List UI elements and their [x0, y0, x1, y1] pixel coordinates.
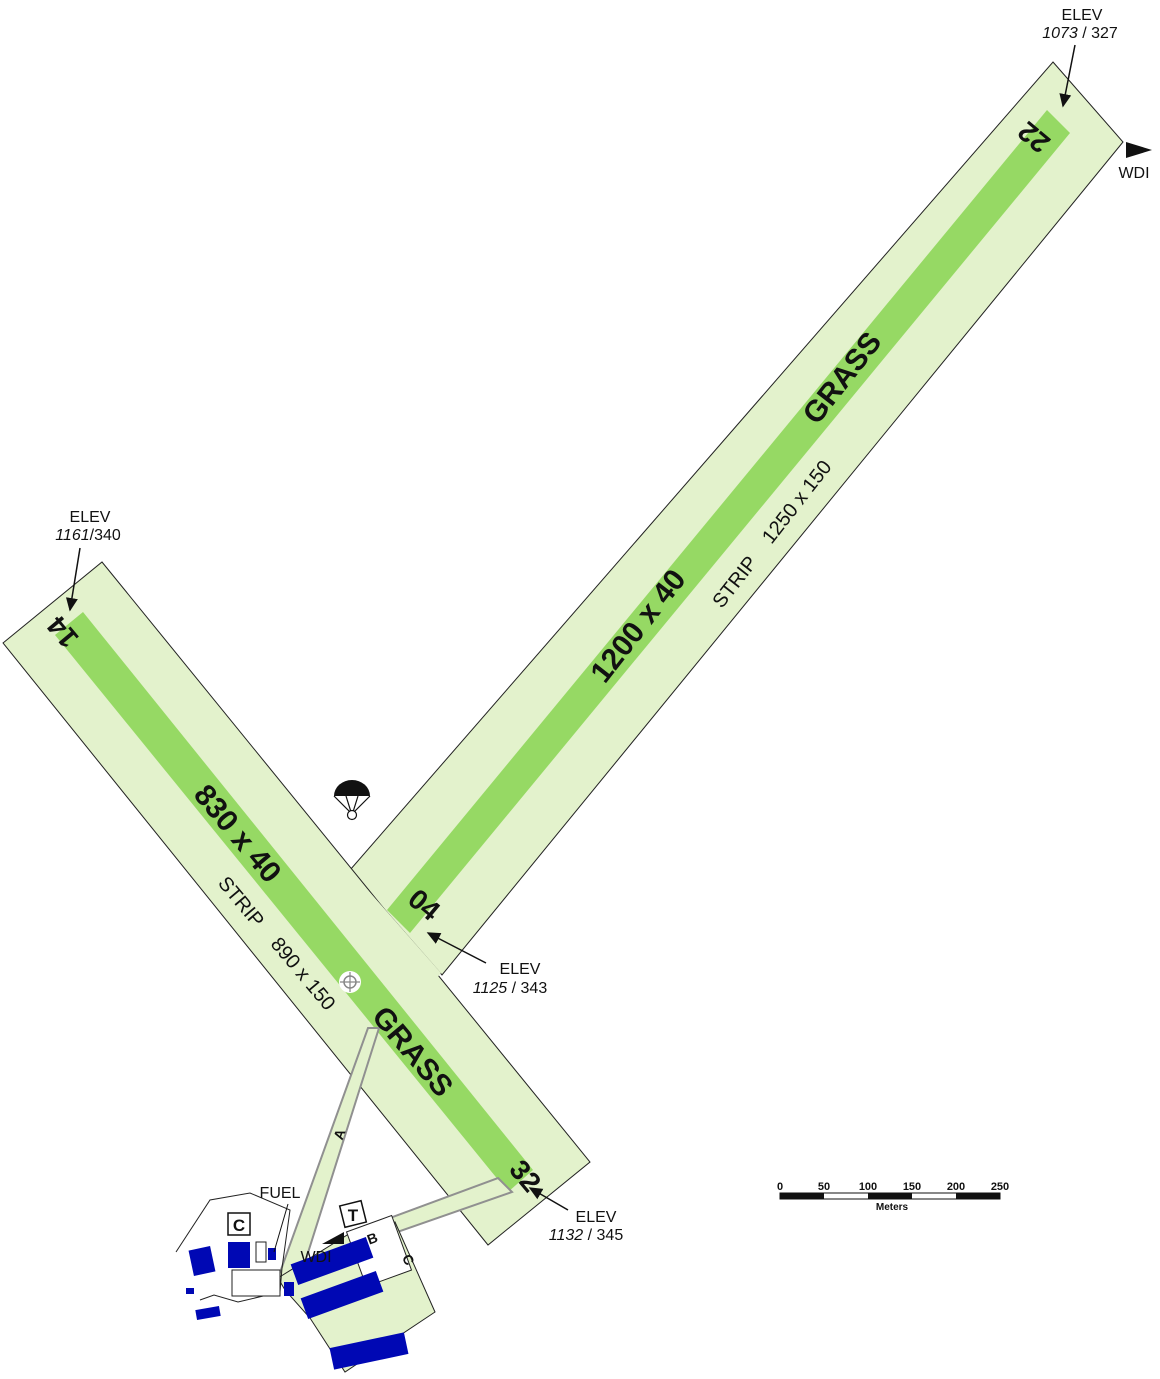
- hangar-outline: [231, 1269, 281, 1297]
- elevation-value: 1073 / 327: [1042, 25, 1118, 42]
- wind-direction-indicator-icon: [322, 1232, 344, 1244]
- wind-direction-indicator-icon: [1126, 142, 1152, 158]
- building: [186, 1288, 194, 1294]
- wdi-northeast: WDI: [1118, 142, 1152, 182]
- elevation-label: ELEV: [70, 509, 111, 526]
- buildings: [186, 1236, 409, 1370]
- parachute-icon: [333, 780, 371, 821]
- runways: [55, 110, 1070, 1192]
- scale-unit: Meters: [876, 1202, 909, 1213]
- elevation-label: ELEV: [576, 1209, 617, 1226]
- elevation-label: ELEV: [500, 961, 541, 978]
- aerodrome-reference-point-icon: [339, 971, 361, 993]
- building: [188, 1245, 216, 1277]
- elevation-04: ELEV 1125 / 343: [426, 932, 548, 997]
- scale-tick: 150: [903, 1181, 921, 1193]
- scale-tick: 100: [859, 1181, 877, 1193]
- elevation-pointer: [426, 932, 487, 964]
- elevation-pointer: [528, 1187, 569, 1211]
- building: [195, 1305, 221, 1321]
- scale-bar: 0 50 100 150 200 250 Meters: [777, 1181, 1009, 1213]
- hangar: [290, 1236, 374, 1286]
- hangar: [329, 1332, 409, 1370]
- wdi-label: WDI: [1118, 165, 1149, 182]
- scale-segment: [956, 1193, 1000, 1199]
- elevation-value: 1132 / 345: [549, 1227, 624, 1244]
- customs-label: C: [233, 1216, 245, 1235]
- terminal-label: T: [348, 1206, 359, 1225]
- elevation-label: ELEV: [1062, 7, 1103, 24]
- fuel-label: FUEL: [260, 1185, 301, 1202]
- elevation-pointer: [65, 547, 81, 612]
- scale-segment: [780, 1193, 824, 1199]
- scale-tick: 0: [777, 1181, 783, 1193]
- wdi-label: WDI: [300, 1249, 331, 1266]
- terminal-box: T: [338, 1199, 368, 1229]
- fuel-pointer: [273, 1203, 289, 1253]
- building: [268, 1248, 276, 1260]
- building-area-boundary: [175, 1192, 291, 1303]
- customs-box: C: [227, 1212, 251, 1236]
- runway-04-22: [387, 110, 1070, 933]
- elevation-32: ELEV 1132 / 345: [528, 1187, 624, 1244]
- runway-14-32: [55, 612, 533, 1192]
- building: [228, 1242, 250, 1268]
- strip-junction-fill: [312, 872, 441, 1045]
- elevation-value: 1161/340: [55, 527, 121, 544]
- hangar: [300, 1270, 384, 1320]
- fuel-tank-outline: [255, 1241, 267, 1263]
- wdi-apron: WDI: [300, 1232, 344, 1266]
- scale-segment: [868, 1193, 912, 1199]
- elevation-22: ELEV 1073 / 327: [1042, 7, 1118, 108]
- building: [284, 1282, 294, 1296]
- elevation-14: ELEV 1161/340: [55, 509, 121, 612]
- elevation-pointer: [1059, 44, 1076, 108]
- elevation-value: 1125 / 343: [473, 980, 548, 997]
- scale-tick: 200: [947, 1181, 965, 1193]
- scale-tick: 250: [991, 1181, 1009, 1193]
- scale-tick: 50: [818, 1181, 830, 1193]
